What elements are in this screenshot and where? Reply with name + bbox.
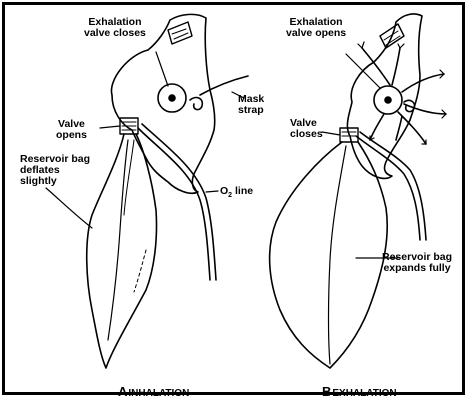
panel-b-reservoir-label: Reservoir bag expands fully xyxy=(382,252,452,274)
panel-b-drawing xyxy=(270,14,446,368)
panel-b-valve-label: Valve closes xyxy=(290,118,323,140)
panel-a-o2-line xyxy=(138,128,210,280)
panel-a-exhalation-valve-label: Exhalation valve closes xyxy=(84,17,146,39)
panel-a-reservoir-label: Reservoir bag deflates slightly xyxy=(20,154,90,187)
panel-b-exhalation-valve-label: Exhalation valve opens xyxy=(286,17,346,39)
panel-a-drawing xyxy=(46,14,248,368)
panel-a-mask-strap-label: Mask strap xyxy=(238,94,264,116)
panel-a-o2-line-label: O2 line xyxy=(220,186,253,201)
panel-b-caption: BEXHALATION xyxy=(322,384,397,399)
panel-a-caption: AINHALATION xyxy=(118,384,189,399)
panel-a-valve-label: Valve opens xyxy=(56,119,87,141)
panel-b-mask xyxy=(347,14,422,178)
panel-a-mask xyxy=(111,14,214,193)
